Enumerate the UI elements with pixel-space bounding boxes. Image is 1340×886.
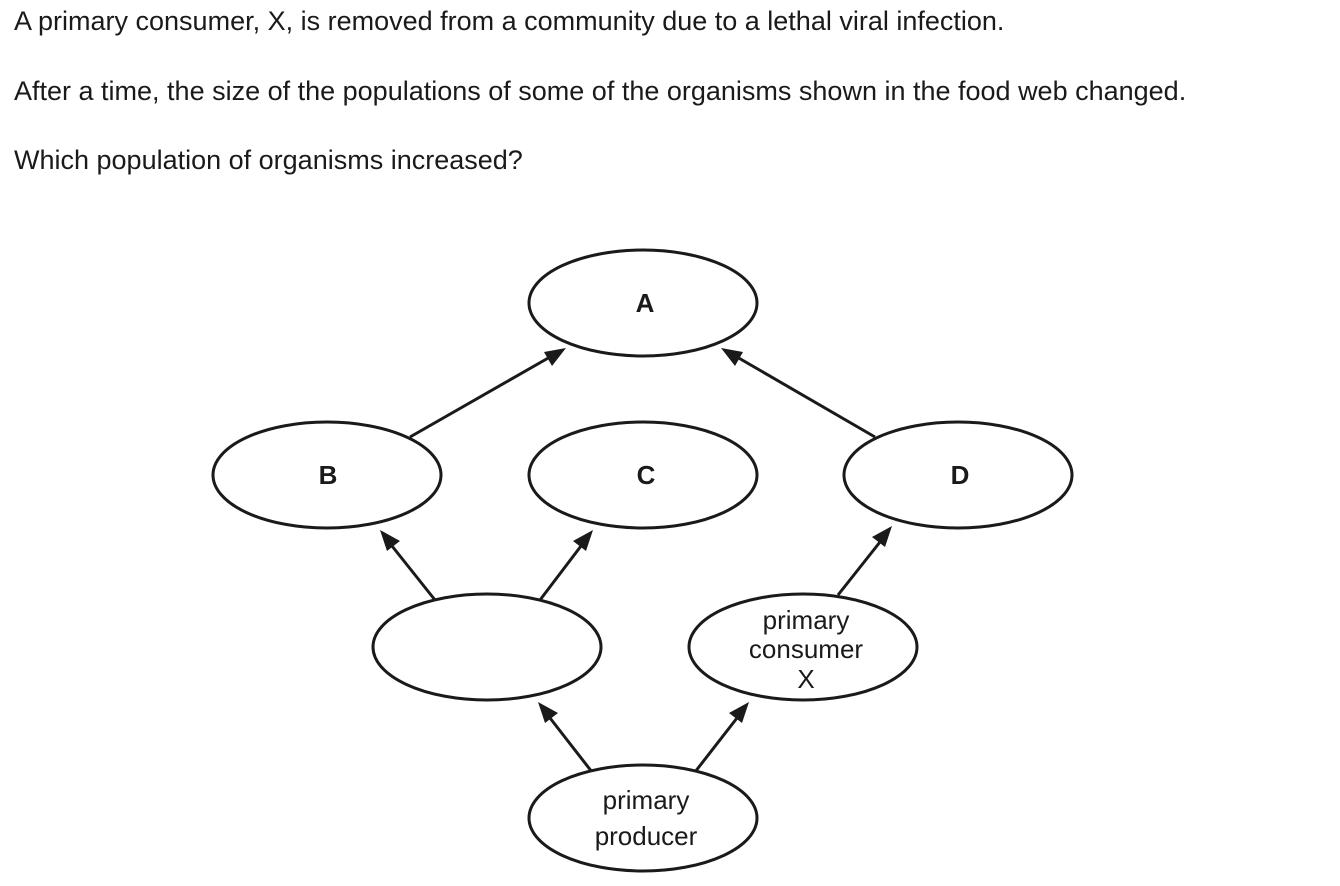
producer-line-1: primary (603, 785, 690, 815)
edge-d-to-a (721, 348, 876, 439)
node-primary-consumer-x: primary consumer X (687, 592, 919, 702)
node-d-label: D (951, 460, 970, 490)
node-c: C (527, 420, 759, 530)
node-unlabelled (371, 592, 603, 702)
food-web-nodes: A B C D primary consumer X primary produ… (211, 248, 1074, 873)
edge-producer-to-unlabelled (538, 702, 594, 773)
node-primary-producer: primary producer (527, 763, 759, 873)
edge-b-to-a (409, 348, 566, 439)
consumer-x-line-1: primary (763, 605, 850, 635)
consumer-x-line-3: X (797, 664, 814, 694)
question-prompt: Which population of organisms increased? (14, 145, 523, 175)
node-a-label: A (636, 288, 655, 318)
producer-line-2: producer (595, 821, 698, 851)
question-line-1: A primary consumer, X, is removed from a… (14, 6, 1005, 36)
edge-consumer-x-to-d (836, 526, 892, 596)
question-line-2: After a time, the size of the population… (14, 76, 1187, 106)
node-d: D (842, 420, 1074, 530)
edge-unlabelled-to-c (538, 530, 593, 601)
food-web-edges (380, 348, 892, 773)
consumer-x-line-2: consumer (749, 634, 863, 664)
question-text: A primary consumer, X, is removed from a… (14, 4, 1332, 177)
node-b-label: B (319, 460, 338, 490)
edge-unlabelled-to-b (380, 530, 437, 601)
edge-producer-to-consumer-x (693, 702, 749, 773)
node-b: B (211, 420, 443, 530)
node-a: A (527, 248, 759, 358)
node-c-label: C (637, 460, 656, 490)
